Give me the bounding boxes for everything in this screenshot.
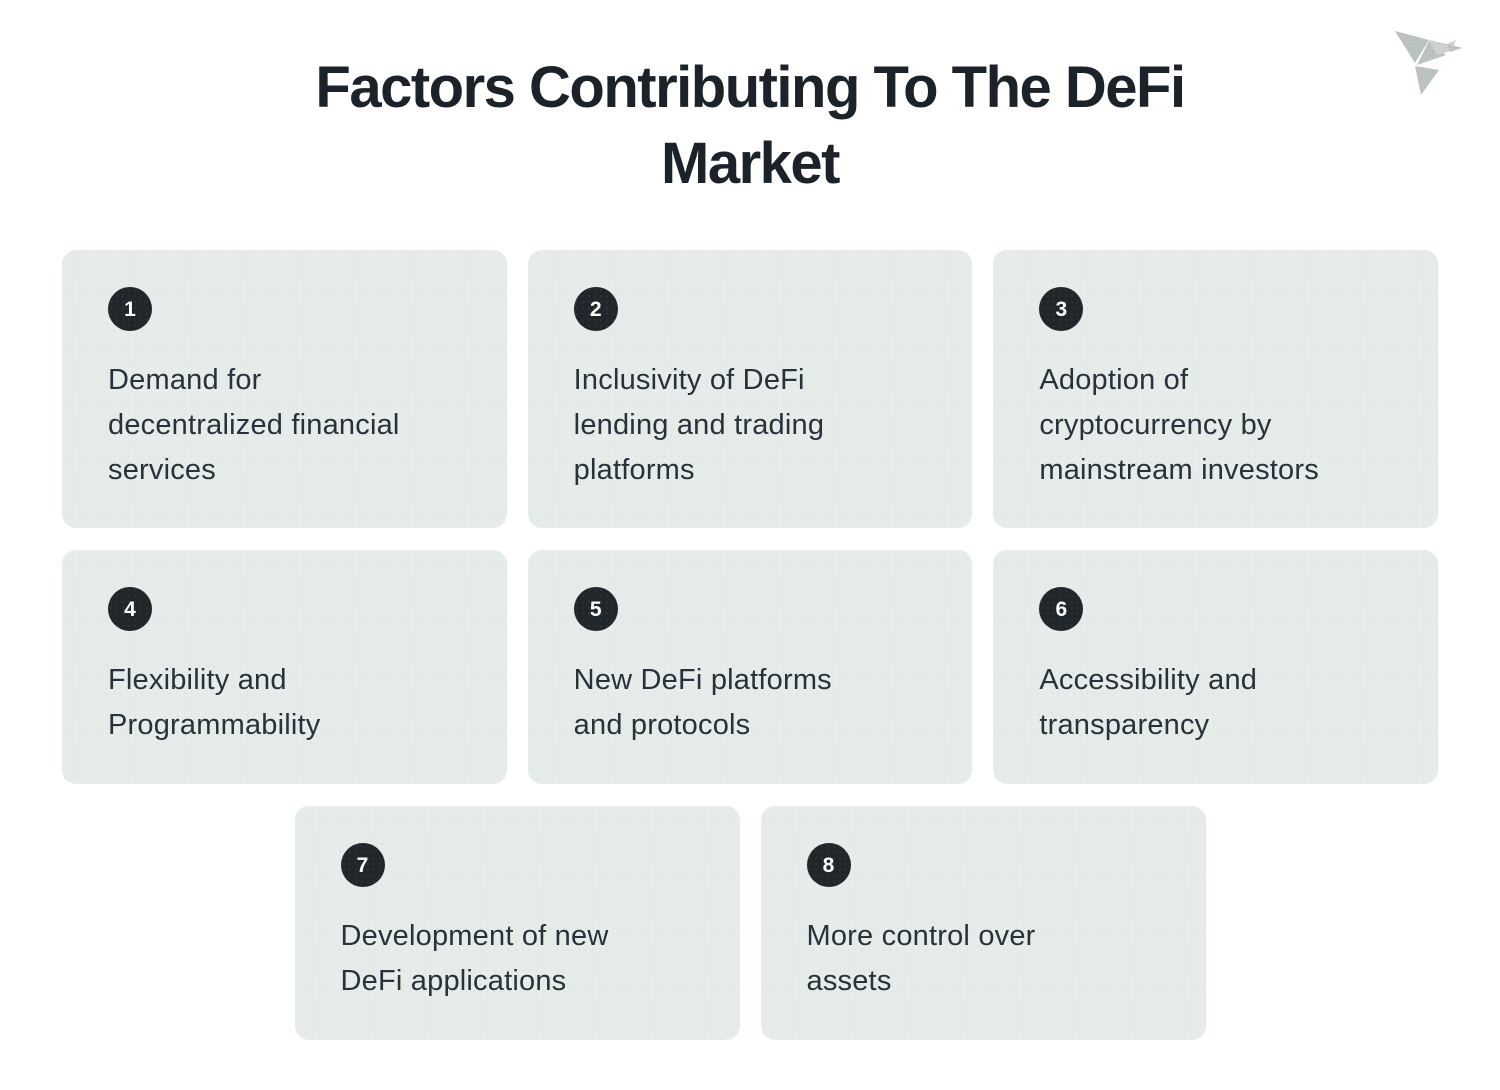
text-line: Flexibility and	[108, 664, 287, 696]
page-title-line1: Factors Contributing To The DeFi	[315, 55, 1186, 120]
text-line: Accessibility and	[1039, 664, 1258, 696]
text-line: Programmability	[108, 709, 321, 741]
factor-text-2: Inclusivity of DeFi lending and trading …	[574, 358, 927, 493]
factor-card-2: 2 Inclusivity of DeFi lending and tradin…	[527, 250, 973, 528]
badge-number: 2	[589, 297, 602, 321]
text-line: mainstream investors	[1039, 454, 1319, 486]
badge-number: 6	[1055, 597, 1068, 621]
factor-text-7: Development of new DeFi applications	[341, 914, 694, 1004]
cards-row-2: 4 Flexibility and Programmability 5 New …	[62, 550, 1439, 784]
badge-number: 7	[356, 853, 369, 877]
text-line: Inclusivity of DeFi	[573, 364, 805, 396]
factor-text-5: New DeFi platforms and protocols	[574, 658, 927, 748]
text-line: platforms	[573, 454, 695, 486]
text-line: services	[108, 454, 216, 486]
factor-text-6: Accessibility and transparency	[1039, 658, 1392, 748]
number-badge-4: 4	[108, 587, 152, 631]
text-line: Demand for	[108, 364, 262, 396]
factor-card-8: 8 More control over assets	[760, 806, 1206, 1040]
factor-card-3: 3 Adoption of cryptocurrency by mainstre…	[993, 250, 1439, 528]
badge-number: 8	[822, 853, 835, 877]
text-line: DeFi applications	[340, 965, 567, 997]
factor-card-1: 1 Demand for decentralized financial ser…	[62, 250, 507, 528]
cards-row-3: 7 Development of new DeFi applications 8…	[62, 806, 1438, 1040]
cards-row-1: 1 Demand for decentralized financial ser…	[62, 250, 1439, 528]
factor-text-1: Demand for decentralized financial servi…	[108, 358, 461, 493]
number-badge-6: 6	[1039, 587, 1084, 631]
text-line: New DeFi platforms	[573, 664, 832, 696]
badge-number: 5	[589, 597, 602, 621]
number-badge-1: 1	[108, 287, 152, 331]
factor-card-4: 4 Flexibility and Programmability	[62, 550, 507, 784]
number-badge-2: 2	[573, 287, 618, 331]
text-line: and protocols	[573, 709, 751, 741]
badge-number: 1	[124, 297, 136, 321]
number-badge-3: 3	[1039, 287, 1084, 331]
origami-bird-icon	[1395, 31, 1462, 95]
text-line: Adoption of	[1039, 364, 1189, 396]
text-line: transparency	[1039, 709, 1210, 741]
text-line: assets	[806, 965, 892, 997]
text-line: Development of new	[340, 920, 609, 952]
factor-card-7: 7 Development of new DeFi applications	[294, 806, 740, 1040]
cards-grid: 1 Demand for decentralized financial ser…	[62, 250, 1439, 1040]
factor-text-4: Flexibility and Programmability	[108, 658, 461, 748]
page-title: Factors Contributing To The DeFi Market	[0, 0, 1500, 202]
factor-text-3: Adoption of cryptocurrency by mainstream…	[1039, 358, 1392, 493]
text-line: lending and trading	[573, 409, 825, 441]
number-badge-8: 8	[806, 843, 851, 887]
number-badge-7: 7	[340, 843, 385, 887]
factor-card-6: 6 Accessibility and transparency	[993, 550, 1439, 784]
badge-number: 4	[124, 597, 136, 621]
page-title-line2: Market	[661, 131, 840, 196]
factor-text-8: More control over assets	[807, 914, 1160, 1004]
text-line: cryptocurrency by	[1039, 409, 1272, 441]
number-badge-5: 5	[573, 587, 618, 631]
text-line: More control over	[806, 920, 1036, 952]
text-line: decentralized financial	[108, 409, 400, 441]
badge-number: 3	[1055, 297, 1068, 321]
factor-card-5: 5 New DeFi platforms and protocols	[527, 550, 973, 784]
